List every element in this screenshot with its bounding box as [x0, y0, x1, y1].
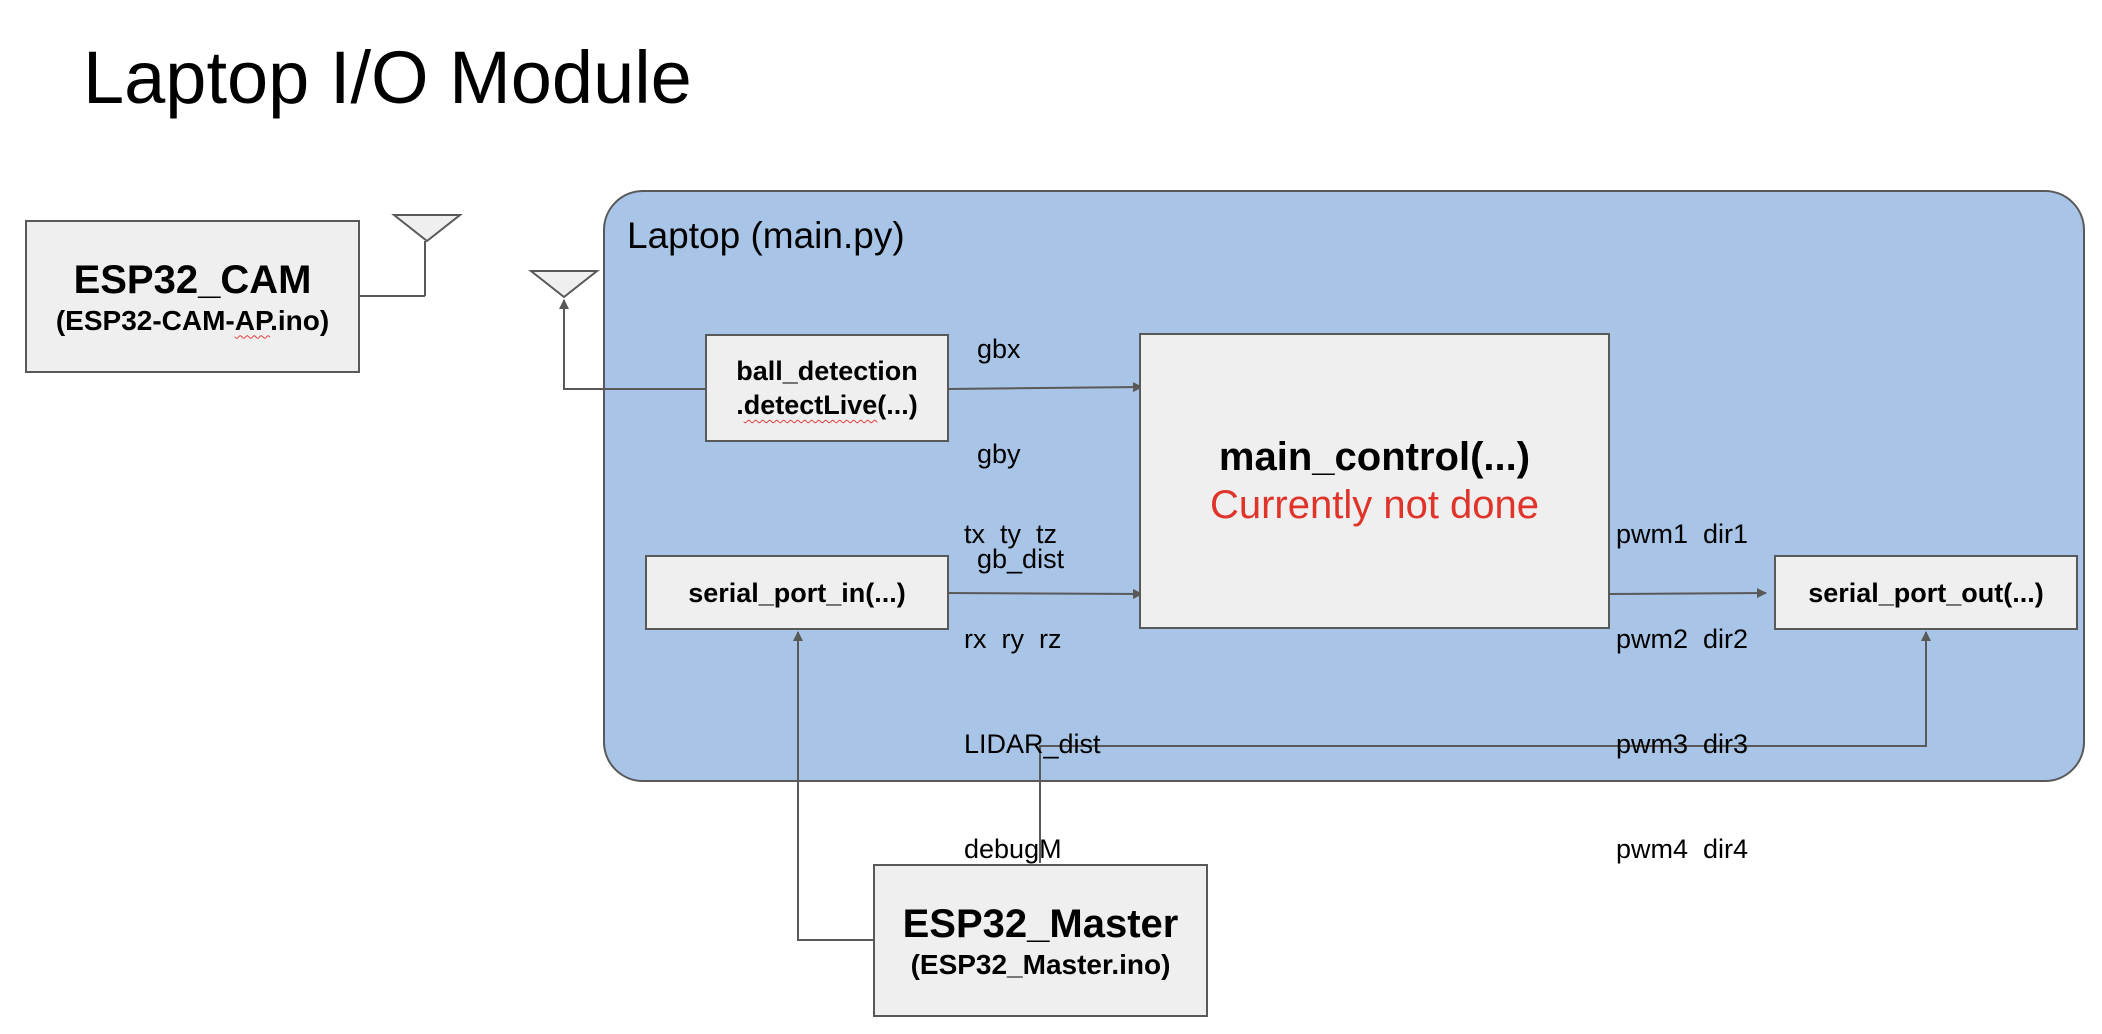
signal-label: pwm3 dir3 — [1616, 729, 1749, 759]
signal-label: rx ry rz — [964, 624, 1062, 654]
signal-label: pwm2 dir2 — [1616, 624, 1749, 654]
arrow-serialin-to-main — [947, 588, 1143, 599]
main-control-block: main_control(...) Currently not done — [1139, 333, 1610, 629]
signal-label: pwm4 dir4 — [1616, 834, 1749, 864]
signal-label: debugM — [964, 834, 1062, 864]
arrow-main-to-serialout — [1608, 588, 1767, 599]
main-control-status: Currently not done — [1209, 483, 1540, 527]
ball-detection-block: ball_detection .detectLive(...) — [705, 334, 949, 442]
signal-label: pwm1 dir1 — [1616, 519, 1749, 549]
serial-port-out-block: serial_port_out(...) — [1774, 555, 2078, 630]
wire-ball-antenna — [559, 299, 706, 390]
signal-label: LIDAR_dist — [964, 729, 1101, 759]
antenna-icon — [391, 214, 463, 296]
output-signal-list: pwm1 dir1 pwm2 dir2 pwm3 dir3 pwm4 dir4 — [1616, 447, 1748, 902]
serial-port-out-label: serial_port_out(...) — [1808, 577, 2044, 608]
esp32-cam-file: (ESP32-CAM-AP.ino) — [55, 304, 330, 336]
arrow-master-to-serialout — [1039, 631, 1931, 863]
esp32-cam-block: ESP32_CAM (ESP32-CAM-AP.ino) — [25, 220, 360, 373]
signal-label: gby — [977, 439, 1021, 469]
serial-port-in-label: serial_port_in(...) — [688, 577, 906, 608]
signal-label: gb_dist — [977, 544, 1065, 574]
ball-detection-line1: ball_detection — [736, 356, 918, 386]
ball-signal-list: gbx gby gb_dist — [977, 262, 1064, 612]
arrow-master-to-serialin — [793, 631, 874, 941]
antenna-icon — [528, 270, 600, 299]
serial-in-signal-list: tx ty tz rx ry rz LIDAR_dist debugM — [964, 447, 1101, 902]
signal-label: gbx — [977, 334, 1021, 364]
esp32-master-file: (ESP32_Master.ino) — [910, 948, 1171, 980]
ball-detection-line2: .detectLive(...) — [736, 390, 918, 420]
main-control-label: main_control(...) — [1218, 435, 1531, 479]
laptop-label: Laptop (main.py) — [627, 215, 905, 256]
page-title: Laptop I/O Module — [83, 36, 692, 119]
esp32-master-name: ESP32_Master — [902, 901, 1179, 946]
esp32-master-block: ESP32_Master (ESP32_Master.ino) — [873, 864, 1208, 1017]
signal-label: tx ty tz — [964, 519, 1058, 549]
esp32-cam-name: ESP32_CAM — [73, 257, 312, 302]
arrow-ball-to-main — [947, 382, 1143, 393]
serial-port-in-block: serial_port_in(...) — [645, 555, 949, 630]
